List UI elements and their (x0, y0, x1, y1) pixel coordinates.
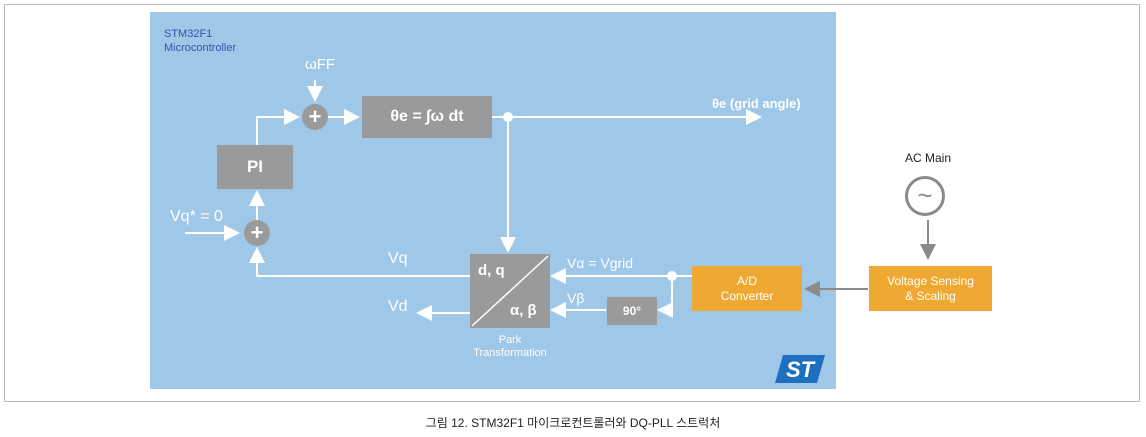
park-caption-line2: Transformation (473, 347, 547, 359)
junction-theta (503, 112, 513, 122)
summing-junction-top: + (302, 104, 328, 130)
ac-main-label: AC Main (904, 151, 951, 165)
phase-shift-block: 90° (607, 297, 657, 325)
junction-valpha (667, 271, 677, 281)
vd-label: Vd (388, 298, 408, 315)
omega-ff-text: ωFF (305, 56, 336, 73)
wire-vq-feedback (249, 247, 470, 277)
st-logo-icon: ST (775, 355, 825, 383)
figure-caption: 그림 12. STM32F1 마이크로컨트롤러와 DQ-PLL 스트럭처 (425, 416, 721, 430)
park-caption: Park Transformation (455, 334, 565, 360)
ac-source-icon: ~ (905, 176, 945, 216)
park-caption-line1: Park (498, 334, 522, 346)
vbeta-label: Vβ (567, 290, 585, 306)
park-bottom-label: α, β (510, 302, 537, 319)
integrator-lhs: θe = (390, 108, 422, 125)
vq-label: Vq (388, 250, 408, 267)
omega-ff-label: ωFF (305, 56, 335, 73)
voltage-sensing-block: Voltage Sensing & Scaling (869, 266, 992, 311)
summing-junction-bottom: + (244, 220, 270, 246)
theta-output-label: θe (grid angle) (712, 96, 801, 111)
valpha-label: Vα = Vgrid (567, 255, 634, 271)
integrator-rhs: ∫ω dt (426, 108, 464, 125)
park-diagonal (471, 255, 549, 327)
wire-pi-to-sum (256, 109, 300, 145)
park-top-label: d, q (478, 262, 505, 279)
pi-controller-block: PI (217, 145, 293, 189)
wire-branch-to-shift (657, 276, 673, 318)
adc-block: A/D Converter (692, 266, 802, 311)
st-logo: ST (775, 353, 825, 385)
park-transformation-block: d, q α, β (470, 254, 550, 328)
mcu-name: STM32F1 (164, 28, 213, 40)
mcu-subtitle: Microcontroller (164, 42, 237, 54)
vq-ref-label: Vq* = 0 (170, 208, 223, 225)
svg-text:ST: ST (786, 357, 816, 382)
integrator-block: θe = ∫ω dt (362, 96, 492, 138)
